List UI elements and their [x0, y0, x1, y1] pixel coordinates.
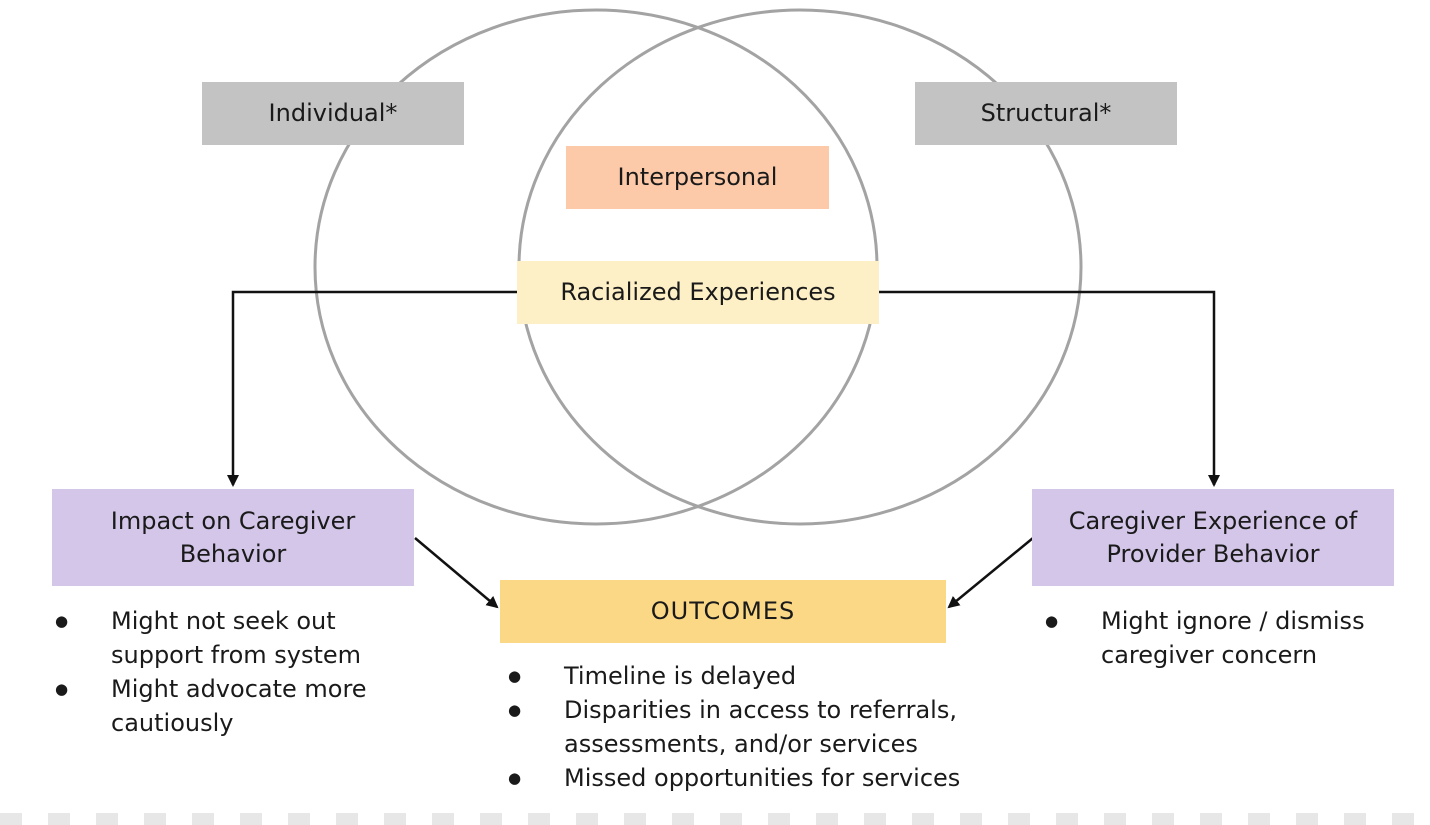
structural-label: Structural*	[915, 82, 1177, 145]
list-item-line: cautiously	[111, 709, 234, 737]
provider-behavior-list: Might ignore / dismiss caregiver concern	[1045, 604, 1405, 672]
list-item-line: Might not seek out	[111, 607, 336, 635]
caregiver-behavior-title-line2: Behavior	[179, 539, 287, 568]
outcomes-title: OUTCOMES	[650, 597, 796, 625]
arrow-to-caregiver-behavior	[227, 290, 517, 487]
interpersonal-label: Interpersonal	[566, 146, 829, 209]
arrow-right-to-outcomes	[947, 537, 1034, 609]
interpersonal-label-text: Interpersonal	[617, 163, 778, 191]
structural-label-text: Structural*	[980, 99, 1112, 127]
list-item: Missed opportunities for services	[508, 761, 1028, 795]
caregiver-behavior-box: Impact on Caregiver Behavior	[52, 489, 414, 586]
arrow-to-provider-behavior	[879, 290, 1220, 487]
bottom-dashed-strip	[0, 813, 1430, 825]
list-item-line: assessments, and/or services	[564, 730, 918, 758]
list-item: Might not seek out support from system	[55, 604, 415, 672]
list-item-line: Missed opportunities for services	[564, 764, 961, 792]
racialized-experiences-label: Racialized Experiences	[517, 261, 879, 324]
racialized-experiences-text: Racialized Experiences	[560, 278, 836, 306]
list-item-line: Timeline is delayed	[564, 662, 797, 690]
list-item-line: Might ignore / dismiss	[1101, 607, 1365, 635]
list-item-line: caregiver concern	[1101, 641, 1318, 669]
caregiver-behavior-title-line1: Impact on Caregiver	[110, 506, 356, 535]
provider-behavior-title-line2: Provider Behavior	[1106, 539, 1320, 568]
provider-behavior-title-line1: Caregiver Experience of	[1068, 506, 1358, 535]
list-item-line: support from system	[111, 641, 362, 669]
list-item-line: Might advocate more	[111, 675, 367, 703]
arrow-left-to-outcomes	[414, 537, 499, 609]
list-item: Disparities in access to referrals, asse…	[508, 693, 1028, 761]
individual-label-text: Individual*	[268, 99, 398, 127]
outcomes-box: OUTCOMES	[500, 580, 946, 643]
list-item: Might advocate more cautiously	[55, 672, 415, 740]
outcomes-list: Timeline is delayed Disparities in acces…	[508, 659, 1028, 795]
list-item: Timeline is delayed	[508, 659, 1028, 693]
individual-label: Individual*	[202, 82, 464, 145]
list-item-line: Disparities in access to referrals,	[564, 696, 957, 724]
provider-behavior-box: Caregiver Experience of Provider Behavio…	[1032, 489, 1394, 586]
list-item: Might ignore / dismiss caregiver concern	[1045, 604, 1405, 672]
caregiver-behavior-list: Might not seek out support from system M…	[55, 604, 415, 740]
